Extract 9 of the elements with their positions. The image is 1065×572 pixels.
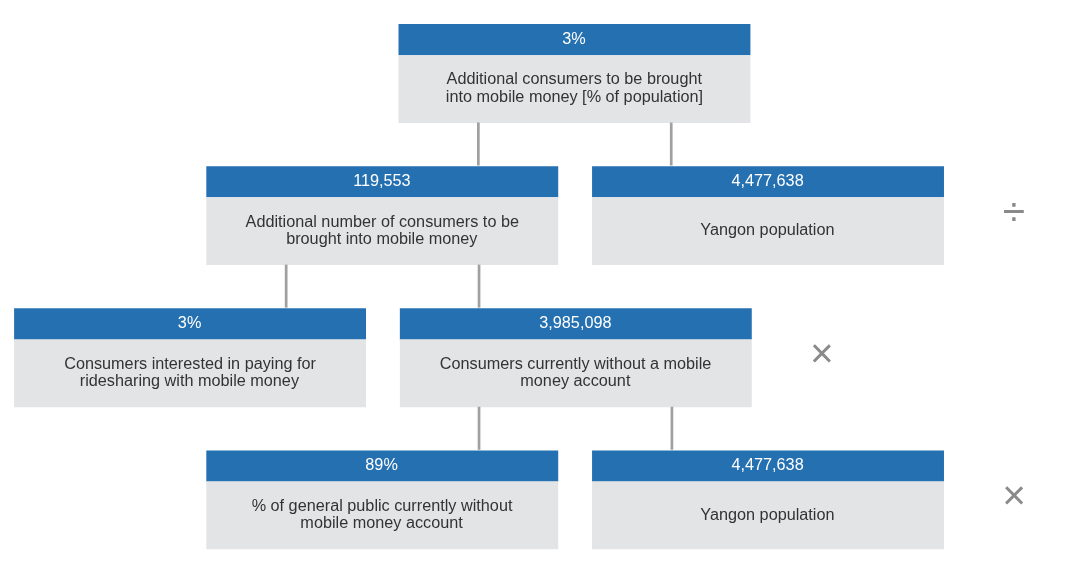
connector [669, 122, 673, 166]
connector [670, 406, 674, 450]
connector [477, 122, 480, 166]
connector [477, 264, 481, 308]
label: × [809, 330, 834, 377]
label: ÷ [1002, 188, 1026, 235]
connector [477, 406, 481, 450]
connector [284, 264, 288, 308]
label: × [1002, 472, 1026, 519]
